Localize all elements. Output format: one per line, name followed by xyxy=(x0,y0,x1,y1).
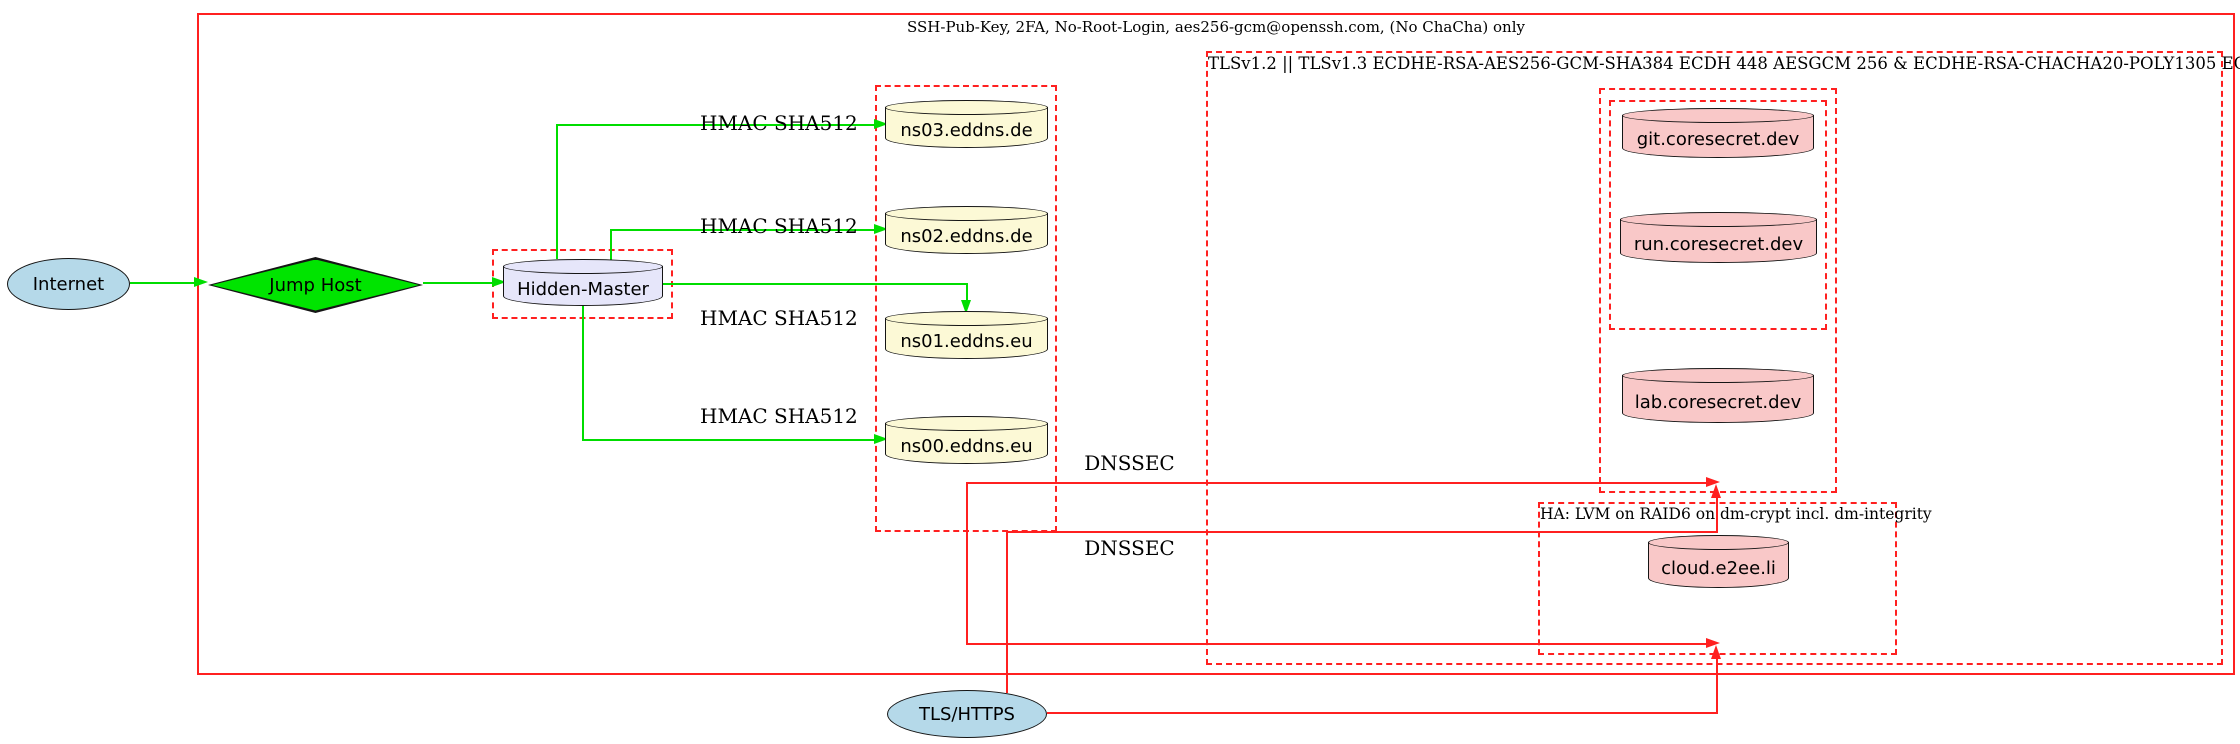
node-ns00-label: ns00.eddns.eu xyxy=(900,436,1033,457)
arrowhead-into-ns03 xyxy=(874,119,888,129)
edge-label-hmac-ns03: HMAC SHA512 xyxy=(700,111,858,135)
cylinder-cap xyxy=(503,259,663,274)
arrowhead-into-coresecret-bottom xyxy=(1711,484,1721,498)
tls-cluster-box xyxy=(1206,51,2223,665)
node-tls-https-label: TLS/HTTPS xyxy=(918,703,1015,725)
arrowhead-into-ha-bottom xyxy=(1711,645,1721,659)
edge-tlshttps-ha-rise xyxy=(1716,659,1718,714)
arrowhead-into-ns01 xyxy=(961,300,971,314)
edge-label-dnssec-upper: DNSSEC xyxy=(1084,451,1175,475)
node-hidden-master-label: Hidden-Master xyxy=(517,278,649,300)
edge-dnssec-vertical xyxy=(966,482,968,645)
cylinder-cap xyxy=(1622,368,1814,383)
node-ns02-label: ns02.eddns.de xyxy=(900,226,1033,247)
node-run: run.coresecret.dev xyxy=(1620,212,1817,263)
node-internet-label: Internet xyxy=(32,273,105,295)
node-git-label: git.coresecret.dev xyxy=(1636,129,1800,150)
node-ns00: ns00.eddns.eu xyxy=(885,416,1048,464)
edge-label-dnssec-lower: DNSSEC xyxy=(1084,536,1175,560)
node-ns02: ns02.eddns.de xyxy=(885,206,1048,254)
edge-internet-jumphost xyxy=(130,282,194,284)
edge-hm-ns03-vertical xyxy=(556,124,558,259)
cylinder-cap xyxy=(885,416,1048,431)
ha-cluster-label: HA: LVM on RAID6 on dm-crypt incl. dm-in… xyxy=(1540,505,1932,523)
edge-hm-ns03-horizontal xyxy=(556,124,874,126)
cylinder-cap xyxy=(1648,535,1789,550)
cylinder-body xyxy=(1622,375,1814,423)
coresecret-inner-cluster-box xyxy=(1609,100,1827,330)
node-lab-label: lab.coresecret.dev xyxy=(1634,391,1802,413)
edge-hm-ns02-vertical xyxy=(610,229,612,260)
node-internet: Internet xyxy=(7,258,130,310)
edge-tlshttps-coresecret-vertical xyxy=(1006,531,1008,693)
edge-tlshttps-coresecret-rise xyxy=(1716,498,1718,533)
arrowhead-into-ns02 xyxy=(874,224,888,234)
ssh-cluster-label: SSH-Pub-Key, 2FA, No-Root-Login, aes256-… xyxy=(907,18,1525,36)
edge-label-hmac-ns01: HMAC SHA512 xyxy=(700,306,858,330)
node-ns03: ns03.eddns.de xyxy=(885,100,1048,148)
node-ns01: ns01.eddns.eu xyxy=(885,311,1048,359)
arrowhead-into-ha-side xyxy=(1706,638,1720,648)
edge-hm-ns00-vertical xyxy=(582,304,584,440)
cylinder-body xyxy=(1648,542,1789,588)
cylinder-cap xyxy=(885,206,1048,221)
arrowhead-into-hiddenmaster xyxy=(492,277,506,287)
cylinder-cap xyxy=(1620,212,1817,227)
edge-dnssec-upper xyxy=(966,482,1706,484)
node-hidden-master: Hidden-Master xyxy=(503,259,663,306)
ssh-cluster-box xyxy=(197,13,2235,675)
node-ns01-label: ns01.eddns.eu xyxy=(900,331,1033,352)
node-lab: lab.coresecret.dev xyxy=(1622,368,1814,423)
node-cloud-label: cloud.e2ee.li xyxy=(1661,557,1776,579)
edge-tlshttps-ha-horizontal xyxy=(1047,712,1718,714)
arrowhead-into-coresecret-upper xyxy=(1706,477,1720,487)
edge-hm-ns01-horizontal xyxy=(663,283,968,285)
arrowhead-into-jumphost xyxy=(194,277,208,287)
node-jump-host-label: Jump Host xyxy=(269,274,362,296)
node-cloud: cloud.e2ee.li xyxy=(1648,535,1789,588)
node-tls-https: TLS/HTTPS xyxy=(887,690,1047,738)
node-git: git.coresecret.dev xyxy=(1622,108,1814,158)
cylinder-cap xyxy=(1622,108,1814,123)
edge-dnssec-lower xyxy=(966,643,1706,645)
edge-hm-ns00-horizontal xyxy=(582,439,874,441)
arrowhead-into-ns00 xyxy=(874,434,888,444)
cylinder-cap xyxy=(885,100,1048,115)
edge-hm-ns02-horizontal xyxy=(610,229,874,231)
tls-cluster-label: TLSv1.2 || TLSv1.3 ECDHE-RSA-AES256-GCM-… xyxy=(1208,54,2240,73)
edge-tlshttps-coresecret-horizontal xyxy=(1006,531,1718,533)
node-run-label: run.coresecret.dev xyxy=(1633,233,1804,255)
edge-label-hmac-ns02: HMAC SHA512 xyxy=(700,214,858,238)
edge-jumphost-hiddenmaster xyxy=(423,282,492,284)
cylinder-cap xyxy=(885,311,1048,326)
edge-label-hmac-ns00: HMAC SHA512 xyxy=(700,404,858,428)
edge-hm-ns01-vertical xyxy=(966,283,968,301)
node-jump-host: Jump Host xyxy=(208,257,423,313)
node-ns03-label: ns03.eddns.de xyxy=(900,120,1033,141)
